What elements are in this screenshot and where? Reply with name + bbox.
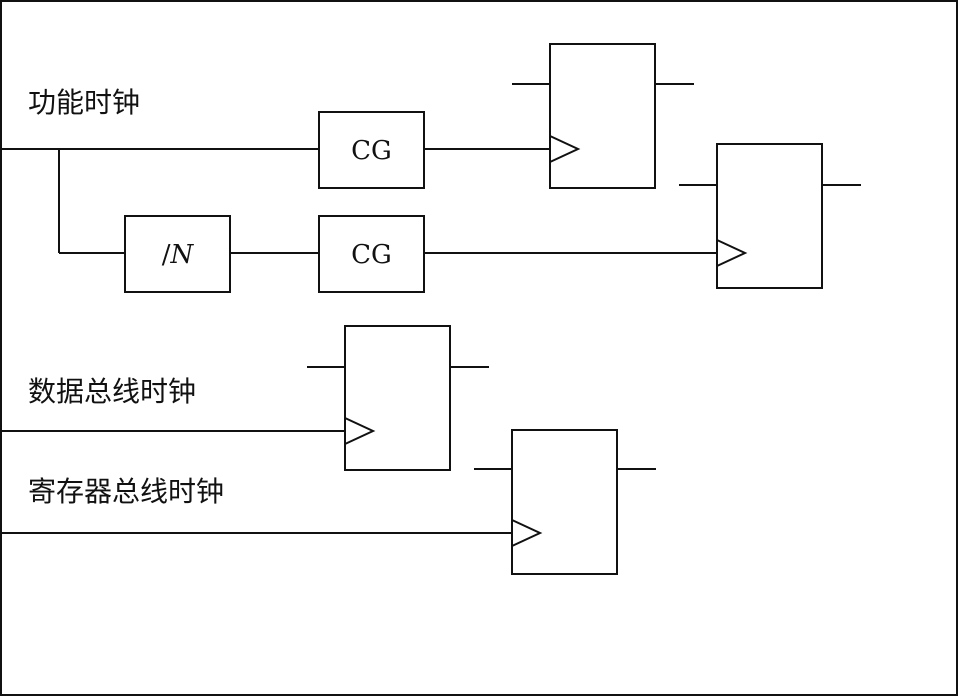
divider-label: /N	[162, 240, 195, 270]
divider-slash: /	[162, 240, 171, 270]
flip-flop-4	[474, 429, 656, 575]
flip-flop-1	[512, 43, 694, 189]
flip-flop-2-clock-triangle	[716, 239, 748, 267]
divider-box	[124, 215, 231, 293]
data-bus-clock-label: 数据总线时钟	[28, 375, 196, 408]
clock-gate-bottom-label: CG	[351, 240, 392, 270]
clock-gate-top-box	[318, 111, 425, 189]
flip-flop-1-clock-triangle	[549, 135, 581, 163]
flip-flop-1-box	[549, 43, 656, 189]
divider-n: N	[170, 240, 195, 270]
flip-flop-4-clock-triangle	[511, 519, 543, 547]
clock-gate-bottom-box	[318, 215, 425, 293]
flip-flop-3-box	[344, 325, 451, 471]
flip-flop-3	[307, 325, 489, 471]
functional-clock-label: 功能时钟	[28, 86, 140, 119]
register-bus-clock-label: 寄存器总线时钟	[28, 475, 224, 508]
clock-gate-top-label: CG	[351, 136, 392, 166]
flip-flop-2	[679, 143, 861, 289]
flip-flop-3-clock-triangle	[344, 417, 376, 445]
flip-flop-4-box	[511, 429, 618, 575]
flip-flop-2-box	[716, 143, 823, 289]
